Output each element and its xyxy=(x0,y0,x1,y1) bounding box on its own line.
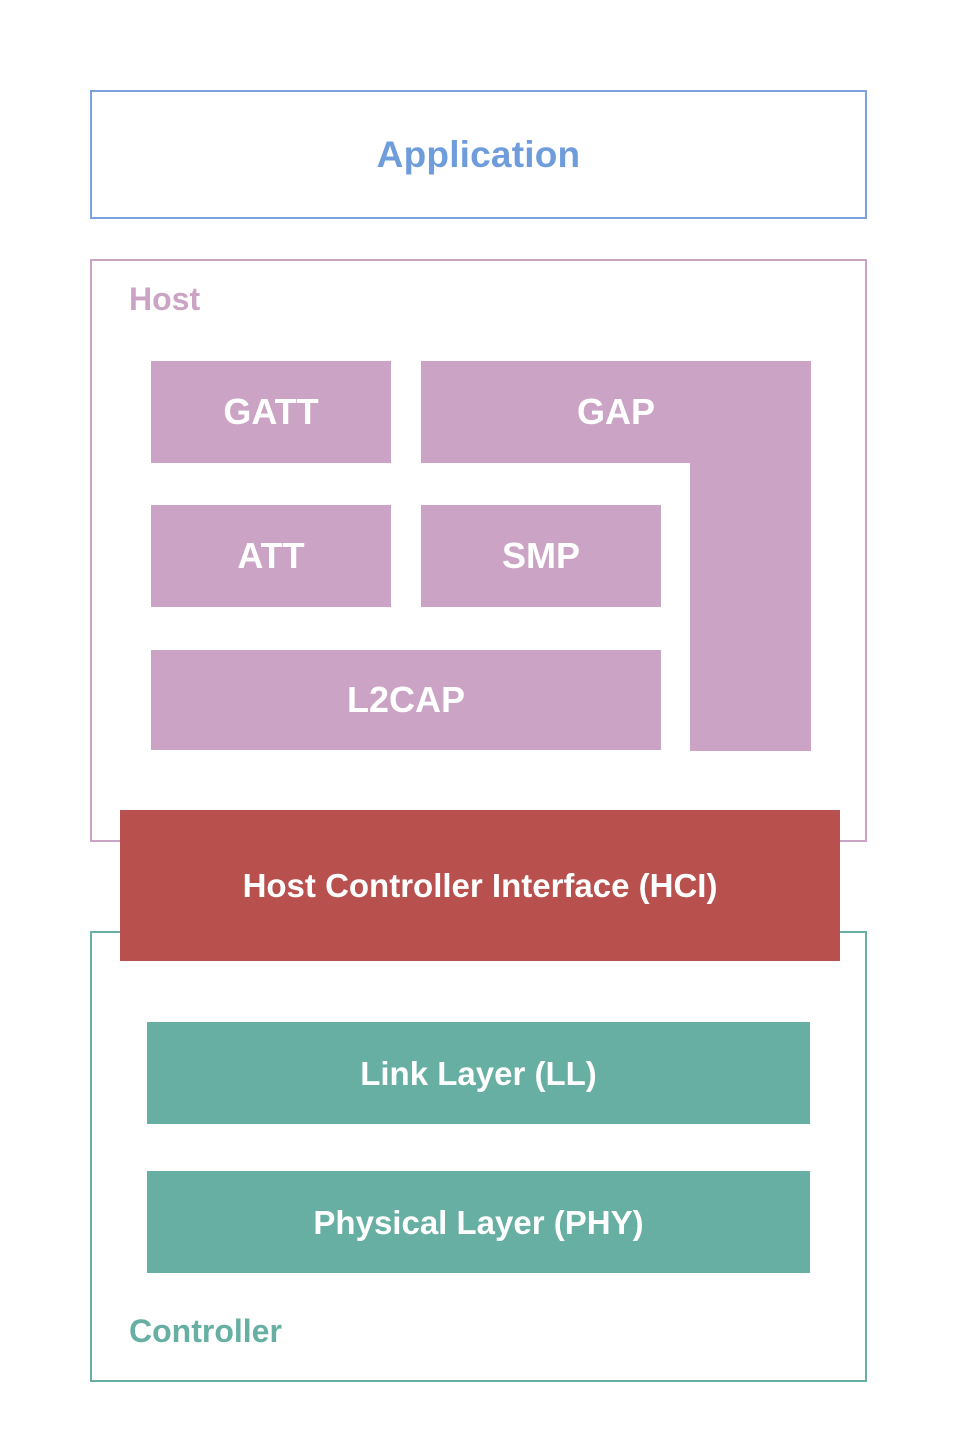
application-layer-label: Application xyxy=(376,133,581,175)
controller-layer-label: Controller xyxy=(129,1313,282,1349)
gap-block-side-column xyxy=(690,461,811,751)
gap-block: GAP xyxy=(421,361,811,751)
l2cap-block: L2CAP xyxy=(151,650,661,750)
hci-block: Host Controller Interface (HCI) xyxy=(120,810,840,961)
smp-block: SMP xyxy=(421,505,661,607)
application-layer-box xyxy=(90,90,867,219)
att-block: ATT xyxy=(151,505,391,607)
gap-block-label: GAP xyxy=(576,391,655,432)
host-layer-label: Host xyxy=(129,281,201,317)
gatt-block: GATT xyxy=(151,361,391,463)
physical-layer-block: Physical Layer (PHY) xyxy=(147,1171,810,1273)
link-layer-block: Link Layer (LL) xyxy=(147,1022,810,1124)
gap-block-top-bar xyxy=(421,361,811,463)
